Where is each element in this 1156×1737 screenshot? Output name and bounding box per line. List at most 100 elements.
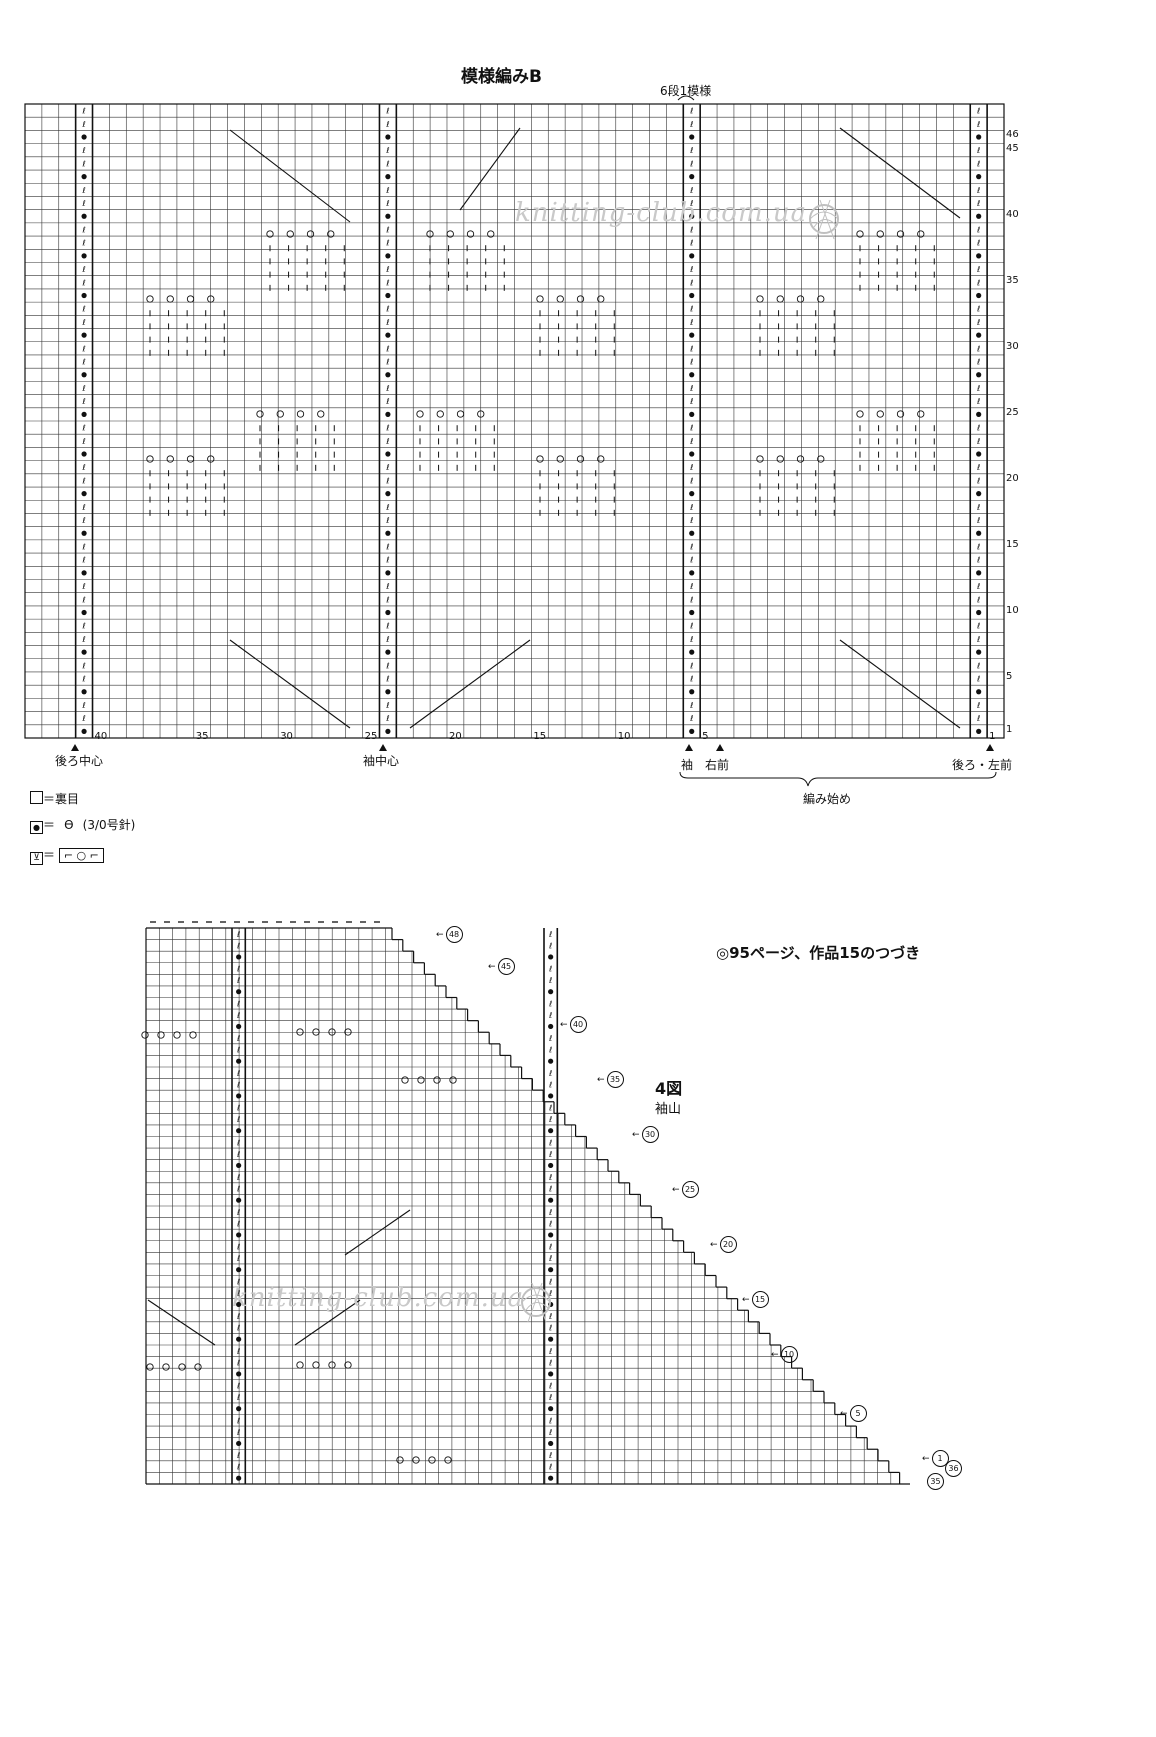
cable-line — [459, 127, 521, 211]
bobble-mark — [81, 253, 87, 259]
twisted-knit-mark: ℓ — [689, 107, 693, 116]
twisted-knit-mark: ℓ — [236, 1289, 240, 1298]
twisted-knit-mark: ℓ — [689, 146, 693, 155]
twisted-knit-mark: ℓ — [689, 159, 693, 168]
figure-number: 4図 — [655, 1079, 683, 1098]
twisted-knit-mark: ℓ — [976, 463, 980, 472]
twisted-knit-mark: ℓ — [236, 1277, 240, 1286]
twisted-knit-mark: ℓ — [236, 1185, 240, 1194]
arrow-up-icon — [71, 744, 79, 751]
bobble-mark — [81, 174, 87, 180]
bobble-mark — [385, 372, 391, 378]
bobble-mark — [236, 1023, 242, 1030]
twisted-knit-mark: ℓ — [236, 1115, 240, 1124]
twisted-knit-mark: ℓ — [236, 1243, 240, 1252]
bobble-mark — [548, 954, 554, 960]
row-number: 35 — [1006, 274, 1019, 286]
yo-mark — [312, 1028, 320, 1036]
twisted-knit-mark: ℓ — [236, 1150, 240, 1159]
arrow-left-icon: ← — [922, 1453, 930, 1464]
twisted-knit-mark: ℓ — [689, 278, 693, 287]
cable-line — [294, 1299, 361, 1346]
twisted-knit-mark: ℓ — [976, 503, 980, 512]
bobble-mark — [548, 1128, 554, 1134]
yo-mark — [776, 455, 784, 463]
bobble-mark — [385, 491, 391, 497]
twisted-knit-mark: ℓ — [385, 278, 389, 287]
bobble-mark — [236, 1128, 242, 1134]
twisted-knit-mark: ℓ — [689, 595, 693, 604]
column-number: 35 — [195, 731, 209, 742]
twisted-knit-mark: ℓ — [689, 318, 693, 327]
bobble-mark — [548, 1197, 554, 1203]
bobble-mark — [976, 649, 982, 655]
yo-mark — [456, 410, 465, 418]
cable-line — [344, 1209, 411, 1256]
twisted-knit-mark: ℓ — [548, 976, 552, 985]
bobble-mark — [689, 689, 695, 695]
bobble-mark — [548, 1440, 554, 1447]
column-number: 20 — [448, 731, 462, 742]
twisted-knit-mark: ℓ — [236, 1080, 240, 1089]
twisted-knit-mark: ℓ — [689, 265, 693, 274]
bobble-mark — [976, 530, 982, 536]
twisted-knit-mark: ℓ — [81, 582, 85, 591]
yo-mark — [856, 230, 864, 238]
row-marker-number: 40 — [569, 1016, 587, 1033]
twisted-knit-mark: ℓ — [689, 701, 693, 710]
bobble-mark — [236, 989, 242, 995]
legend-decrease-eq: ＝ — [43, 848, 56, 862]
bobble-mark — [689, 213, 695, 219]
bobble-mark — [689, 253, 695, 259]
yo-mark — [146, 295, 154, 303]
arrow-up-icon — [379, 744, 387, 751]
twisted-knit-mark: ℓ — [976, 701, 980, 710]
twisted-knit-mark: ℓ — [236, 1173, 240, 1182]
twisted-knit-mark: ℓ — [81, 463, 85, 472]
bobble-mark — [81, 292, 87, 299]
bobble-mark — [236, 1058, 242, 1064]
bobble-mark — [385, 292, 391, 299]
twisted-knit-mark: ℓ — [548, 1080, 552, 1089]
continuation-note: ◎95ページ、作品15のつづき — [716, 944, 921, 962]
row-number: 45 — [1006, 142, 1019, 154]
twisted-knit-mark: ℓ — [385, 424, 389, 433]
twisted-knit-mark: ℓ — [689, 437, 693, 446]
row-marker-number: 20 — [719, 1236, 737, 1253]
twisted-knit-mark: ℓ — [976, 397, 980, 406]
row-marker: ←48 — [436, 926, 463, 943]
twisted-knit-mark: ℓ — [976, 424, 980, 433]
twisted-knit-mark: ℓ — [81, 239, 85, 248]
twisted-knit-mark: ℓ — [976, 437, 980, 446]
twisted-knit-mark: ℓ — [236, 1046, 240, 1055]
bobble-mark — [548, 1162, 554, 1169]
twisted-knit-mark: ℓ — [385, 635, 389, 644]
twisted-knit-mark: ℓ — [385, 199, 389, 208]
twisted-knit-mark: ℓ — [976, 714, 980, 723]
yo-mark — [436, 410, 444, 418]
twisted-knit-mark: ℓ — [548, 1382, 552, 1391]
twisted-knit-mark: ℓ — [689, 675, 693, 684]
yo-mark — [536, 455, 544, 463]
twisted-knit-mark: ℓ — [81, 622, 85, 631]
bobble-mark — [976, 332, 982, 338]
twisted-knit-mark: ℓ — [81, 159, 85, 168]
twisted-knit-mark: ℓ — [548, 1358, 552, 1367]
twisted-knit-mark: ℓ — [548, 930, 552, 939]
bobble-mark — [548, 1406, 554, 1412]
cable-line — [839, 639, 961, 729]
bobble-mark — [385, 570, 391, 576]
twisted-knit-mark: ℓ — [385, 463, 389, 472]
yo-mark — [401, 1076, 409, 1084]
twisted-knit-mark: ℓ — [236, 1347, 240, 1356]
twisted-knit-mark: ℓ — [689, 714, 693, 723]
twisted-knit-mark: ℓ — [385, 503, 389, 512]
bobble-mark — [236, 1406, 242, 1412]
twisted-knit-mark: ℓ — [548, 1416, 552, 1425]
bobble-mark — [81, 491, 87, 497]
bobble-mark — [548, 1267, 554, 1273]
twisted-knit-mark: ℓ — [976, 239, 980, 248]
yo-mark — [416, 410, 424, 418]
twisted-knit-mark: ℓ — [236, 930, 240, 939]
